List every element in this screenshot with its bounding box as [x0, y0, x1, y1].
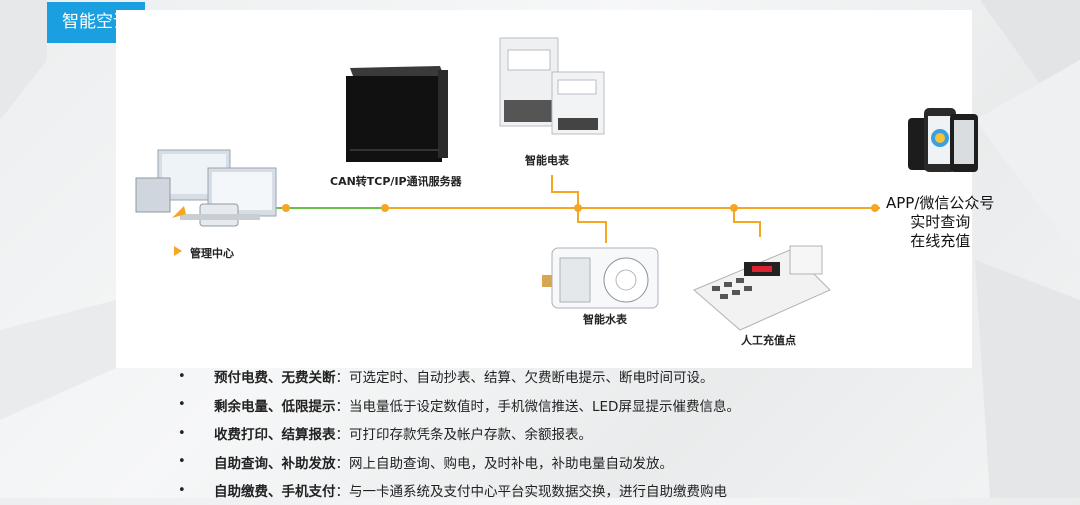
- bullet-icon: •: [178, 397, 186, 413]
- feature-key: 收费打印、结算报表: [214, 427, 336, 444]
- branch-recharge: [733, 208, 761, 237]
- bullet-icon: •: [178, 454, 186, 470]
- recharge-terminal-device-icon: [693, 245, 831, 331]
- bullet-icon: •: [178, 482, 186, 498]
- node-dot: [871, 204, 879, 212]
- app-line-1: APP/微信公众号: [886, 194, 995, 212]
- node-label-recharge: 人工充值点: [741, 334, 796, 347]
- node-dot: [282, 204, 290, 212]
- feature-desc: ：与一卡通系统及支付中心平台实现数据交换，进行自助缴费购电: [335, 484, 728, 501]
- node-label-water-meter: 智能水表: [583, 313, 627, 326]
- feature-key: 预付电费、无费关断: [214, 370, 336, 387]
- app-wechat-text: APP/微信公众号 实时查询 在线充值: [886, 194, 994, 251]
- feature-key: 剩余电量、低限提示: [214, 398, 336, 415]
- electric-meter-device-icon: [499, 37, 605, 135]
- feature-desc: ：当电量低于设定数值时，手机微信推送、LED屏显提示催费信息。: [335, 398, 740, 415]
- feature-list: • 预付电费、无费关断 ：可选定时、自动抄表、结算、欠费断电提示、断电时间可设。…: [178, 362, 740, 505]
- play-marker-icon: [174, 246, 182, 256]
- feature-item: • 预付电费、无费关断 ：可选定时、自动抄表、结算、欠费断电提示、断电时间可设。: [178, 362, 740, 391]
- node-label-electric-meter: 智能电表: [525, 154, 569, 167]
- bullet-icon: •: [178, 425, 186, 441]
- management-computers-icon: [135, 149, 277, 227]
- water-meter-device-icon: [542, 247, 659, 309]
- feature-desc: ：可选定时、自动抄表、结算、欠费断电提示、断电时间可设。: [335, 370, 714, 387]
- app-line-2: 实时查询: [910, 213, 971, 231]
- feature-desc: ：可打印存款凭条及帐户存款、余额报表。: [335, 427, 593, 444]
- mobile-phones-icon: [908, 108, 978, 172]
- node-dot: [730, 204, 738, 212]
- feature-item: • 剩余电量、低限提示 ：当电量低于设定数值时，手机微信推送、LED屏显提示催费…: [178, 391, 740, 420]
- feature-item: • 自助查询、补助发放 ：网上自助查询、购电，及时补电，补助电量自动发放。: [178, 448, 740, 477]
- server-device-icon: [346, 66, 448, 162]
- bullet-icon: •: [178, 368, 186, 384]
- feature-key: 自助缴费、手机支付: [214, 484, 336, 501]
- feature-item: • 收费打印、结算报表 ：可打印存款凭条及帐户存款、余额报表。: [178, 419, 740, 448]
- node-label-server: CAN转TCP/IP通讯服务器: [330, 175, 462, 188]
- branch-electric: [551, 175, 579, 208]
- feature-item: • 自助缴费、手机支付 ：与一卡通系统及支付中心平台实现数据交换，进行自助缴费购…: [178, 476, 740, 505]
- feature-key: 自助查询、补助发放: [214, 455, 336, 472]
- node-dot: [574, 204, 582, 212]
- node-dot: [381, 204, 389, 212]
- app-line-3: 在线充值: [910, 232, 971, 250]
- feature-desc: ：网上自助查询、购电，及时补电，补助电量自动发放。: [335, 455, 674, 472]
- node-label-management: 管理中心: [190, 247, 234, 260]
- branch-water: [577, 208, 607, 243]
